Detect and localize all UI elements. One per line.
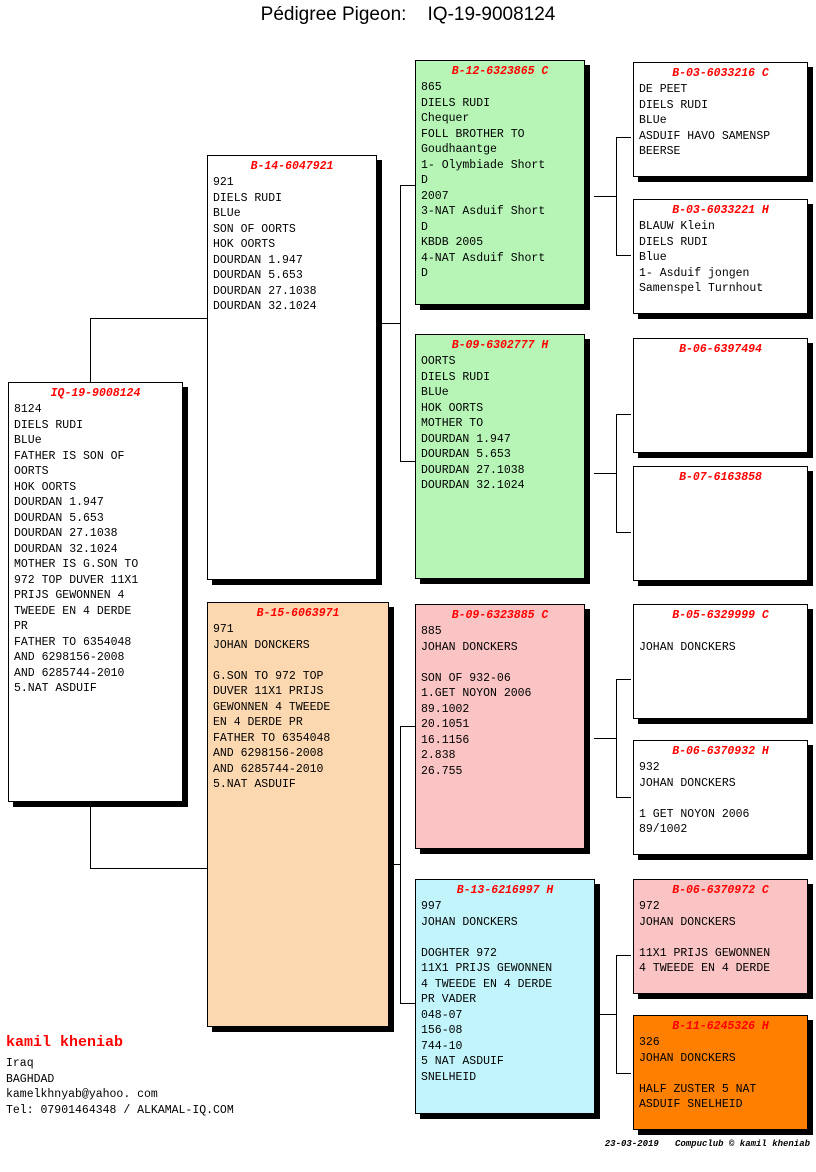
details-great-grandparent-6: 932 JOHAN DONCKERS 1 GET NOYON 2006 89/1… <box>639 761 750 836</box>
connector-level2-father-bottom <box>400 461 415 462</box>
details-great-grandparent-1: DE PEET DIELS RUDI BLUe ASDUIF HAVO SAME… <box>639 83 771 158</box>
connector-level3-g2-vertical <box>616 414 617 532</box>
ring-number-great-grandparent-5: B-05-6329999 C <box>672 609 769 622</box>
pedigree-box-great-grandparent-1[interactable]: B-03-6033216 C DE PEET DIELS RUDI BLUe A… <box>633 62 808 177</box>
ring-number-great-grandparent-7: B-06-6370972 C <box>672 884 769 897</box>
ring-number-grandparent-1: B-12-6323865 C <box>451 65 549 78</box>
connector-level3-g4-bottom <box>616 1073 631 1074</box>
pedigree-box-great-grandparent-6[interactable]: B-06-6370932 H 932 JOHAN DONCKERS 1 GET … <box>633 740 808 855</box>
connector-level2-father-top <box>400 185 415 186</box>
connector-level2-mother-bottom <box>400 1003 415 1004</box>
details-subject: 8124 DIELS RUDI BLUe FATHER IS SON OF OO… <box>14 403 139 695</box>
pedigree-box-great-grandparent-3[interactable]: B-06-6397494 <box>633 338 808 453</box>
connector-level3-g1-stem <box>594 196 616 197</box>
ring-number-grandparent-3: B-09-6323885 C <box>451 609 549 622</box>
connector-level2-mother-vertical <box>400 726 401 1003</box>
ring-number-great-grandparent-4: B-07-6163858 <box>679 471 762 484</box>
connector-level3-g2-top <box>616 414 631 415</box>
details-grandparent-4: 997 JOHAN DONCKERS DOGHTER 972 11X1 PRIJ… <box>421 900 553 1084</box>
ring-number-great-grandparent-6: B-06-6370932 H <box>672 745 769 758</box>
ring-number-subject: IQ-19-9008124 <box>50 387 141 400</box>
connector-level3-g4-top <box>616 955 631 956</box>
pedigree-box-grandparent-1[interactable]: B-12-6323865 C 865 DIELS RUDI Chequer FO… <box>415 60 585 305</box>
pedigree-box-grandparent-3[interactable]: B-09-6323885 C 885 JOHAN DONCKERS SON OF… <box>415 604 585 849</box>
connector-level3-g3-vertical <box>616 679 617 797</box>
pedigree-box-great-grandparent-8[interactable]: B-11-6245326 H 326 JOHAN DONCKERS HALF Z… <box>633 1015 808 1130</box>
pedigree-box-great-grandparent-4[interactable]: B-07-6163858 <box>633 466 808 581</box>
details-grandparent-2: OORTS DIELS RUDI BLUe HOK OORTS MOTHER T… <box>421 355 525 492</box>
pedigree-box-great-grandparent-5[interactable]: B-05-6329999 C JOHAN DONCKERS <box>633 604 808 719</box>
footer-credit: 23-03-2019 Compuclub © kamil kheniab <box>604 1139 810 1149</box>
connector-level3-g1-vertical <box>616 137 617 255</box>
connector-level3-g4-vertical <box>616 955 617 1073</box>
pedigree-box-great-grandparent-2[interactable]: B-03-6033221 H BLAUW Klein DIELS RUDI Bl… <box>633 199 808 314</box>
details-great-grandparent-5: JOHAN DONCKERS <box>639 640 736 654</box>
ring-number-great-grandparent-2: B-03-6033221 H <box>672 204 769 217</box>
details-great-grandparent-7: 972 JOHAN DONCKERS 11X1 PRIJS GEWONNEN 4… <box>639 900 771 975</box>
details-grandparent-3: 885 JOHAN DONCKERS SON OF 932-06 1.GET N… <box>421 625 532 778</box>
connector-level3-g1-top <box>616 137 631 138</box>
ring-number-great-grandparent-1: B-03-6033216 C <box>672 67 769 80</box>
owner-name: kamil kheniab <box>6 1034 124 1051</box>
connector-level2-mother-top <box>400 726 415 727</box>
connector-level3-g2-stem <box>594 473 616 474</box>
connector-level3-g3-top <box>616 679 631 680</box>
page-title: Pédigree Pigeon: IQ-19-9008124 <box>260 4 556 25</box>
connector-level3-g1-bottom <box>616 255 631 256</box>
connector-level3-g3-stem <box>594 738 616 739</box>
pedigree-box-grandparent-4[interactable]: B-13-6216997 H 997 JOHAN DONCKERS DOGHTE… <box>415 879 595 1114</box>
ring-number-great-grandparent-3: B-06-6397494 <box>679 343 762 356</box>
pedigree-box-father[interactable]: B-14-6047921 921 DIELS RUDI BLUe SON OF … <box>207 155 377 580</box>
details-great-grandparent-2: BLAUW Klein DIELS RUDI Blue 1- Asduif jo… <box>639 220 764 295</box>
connector-level2-father-stem <box>377 323 400 324</box>
ring-number-mother: B-15-6063971 <box>256 607 340 620</box>
ring-number-grandparent-4: B-13-6216997 H <box>456 884 554 897</box>
connector-level3-g4-stem <box>594 1014 616 1015</box>
details-father: 921 DIELS RUDI BLUe SON OF OORTS HOK OOR… <box>213 176 317 313</box>
pedigree-box-great-grandparent-7[interactable]: B-06-6370972 C 972 JOHAN DONCKERS 11X1 P… <box>633 879 808 994</box>
connector-level2-father-vertical <box>400 185 401 461</box>
connector-level1-top-branch <box>90 318 207 319</box>
owner-contact-details: Iraq BAGHDAD kamelkhnyab@yahoo. com Tel:… <box>6 1057 234 1117</box>
details-mother: 971 JOHAN DONCKERS G.SON TO 972 TOP DUVE… <box>213 623 331 791</box>
pedigree-box-mother[interactable]: B-15-6063971 971 JOHAN DONCKERS G.SON TO… <box>207 602 389 1027</box>
connector-level1-bottom-branch <box>90 868 207 869</box>
ring-number-father: B-14-6047921 <box>250 160 334 173</box>
pedigree-box-subject[interactable]: IQ-19-9008124 8124 DIELS RUDI BLUe FATHE… <box>8 382 183 802</box>
ring-number-great-grandparent-8: B-11-6245326 H <box>672 1020 769 1033</box>
pedigree-box-grandparent-2[interactable]: B-09-6302777 H OORTS DIELS RUDI BLUe HOK… <box>415 334 585 579</box>
details-grandparent-1: 865 DIELS RUDI Chequer FOLL BROTHER TO G… <box>421 81 546 280</box>
ring-number-grandparent-2: B-09-6302777 H <box>451 339 549 352</box>
connector-level3-g3-bottom <box>616 797 631 798</box>
details-great-grandparent-8: 326 JOHAN DONCKERS HALF ZUSTER 5 NAT ASD… <box>639 1036 757 1111</box>
connector-level3-g2-bottom <box>616 532 631 533</box>
